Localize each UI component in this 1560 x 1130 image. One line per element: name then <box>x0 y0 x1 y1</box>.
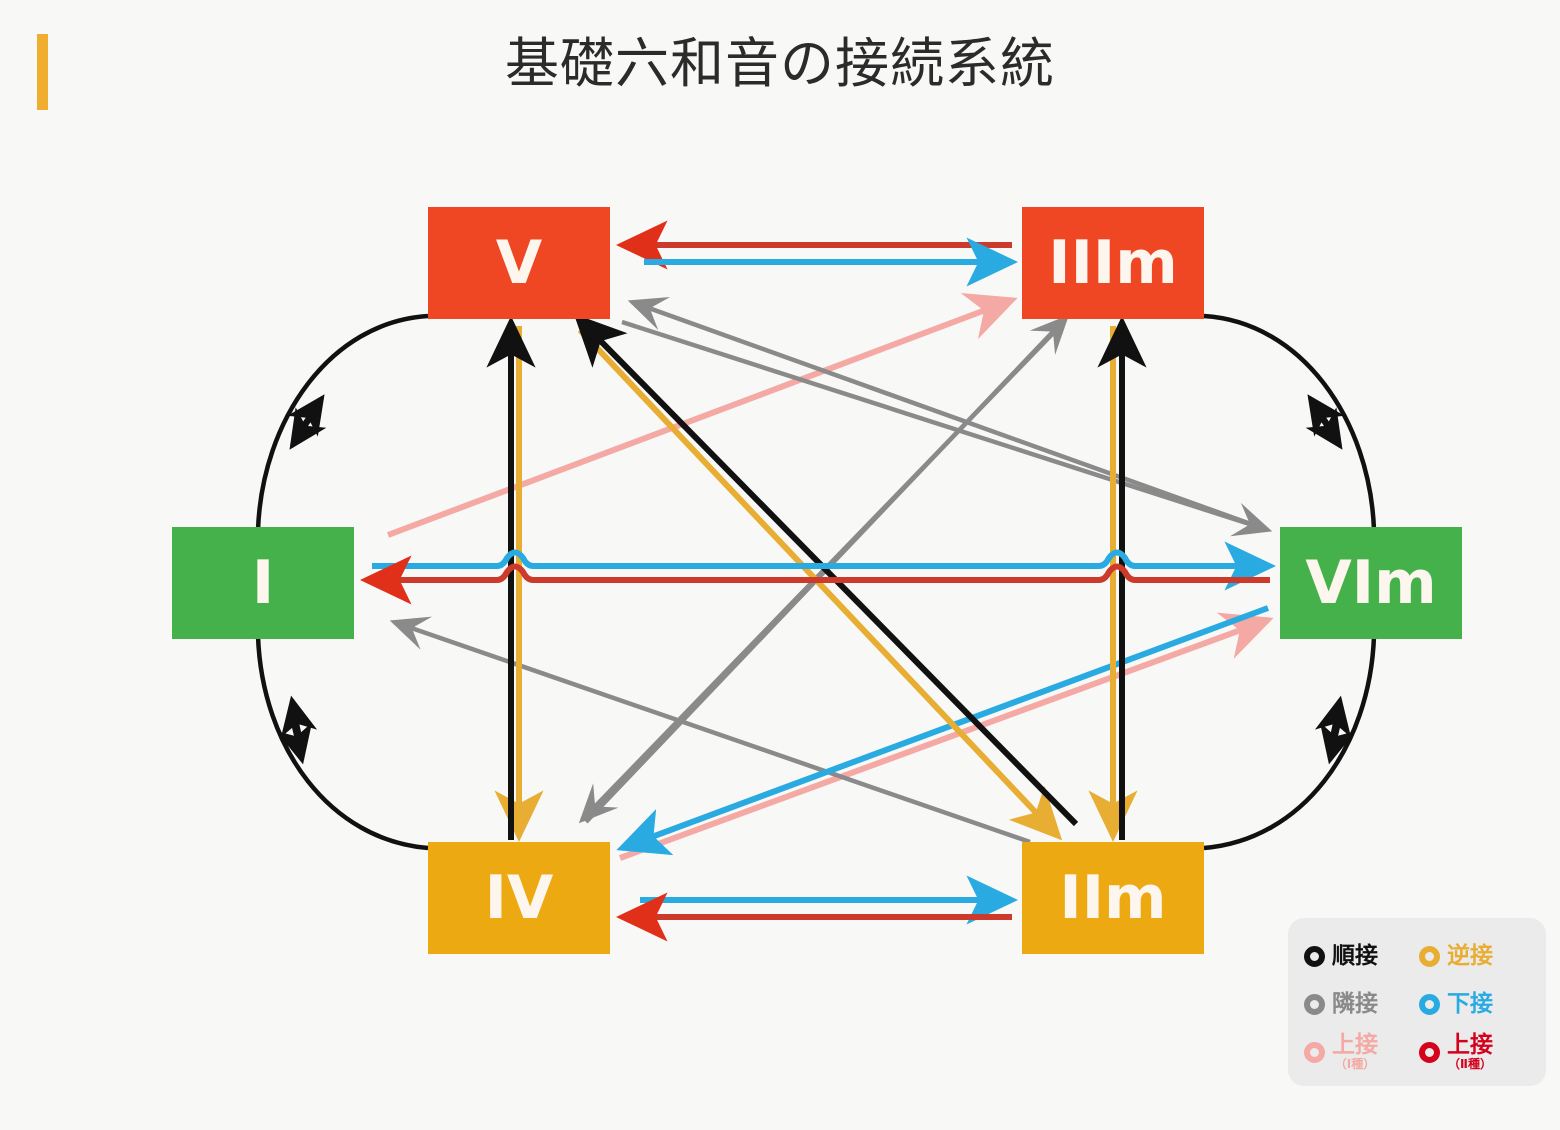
edge-arc-I-V-head-b <box>289 407 327 450</box>
edge-group-horizontal-bottom <box>615 875 1019 942</box>
legend-ring-josetsu2-icon <box>1419 1041 1440 1063</box>
legend-ring-rinsetsu-icon <box>1304 993 1325 1015</box>
edge-arc-I-V <box>255 313 429 531</box>
legend-item-gyakusetsu: 逆接 <box>1419 942 1534 969</box>
edge-IIIm-IV-gray <box>578 324 1062 824</box>
edge-group-vertical-left <box>486 315 544 843</box>
edge-group-josetsu1 <box>386 293 1274 861</box>
node-V-label: V <box>495 228 543 298</box>
node-IV-label: IV <box>484 863 554 933</box>
edge-arc-I-IV <box>255 635 429 851</box>
legend-ring-josetsu1-icon <box>1304 1041 1325 1063</box>
edge-VIm-V-gray <box>627 297 1263 531</box>
legend-label-kasetsu: 下接 <box>1447 990 1493 1017</box>
node-IIIm[interactable]: IIIm <box>1022 207 1204 319</box>
legend-item-josetsu1: 上接 （Ⅰ種） <box>1304 1034 1419 1070</box>
legend-ring-kasetsu-icon <box>1419 993 1440 1015</box>
legend-item-kasetsu: 下接 <box>1419 990 1534 1017</box>
node-I[interactable]: I <box>172 527 354 639</box>
node-VIm[interactable]: VIm <box>1280 527 1462 639</box>
legend-label-josetsu1: 上接 （Ⅰ種） <box>1332 1032 1378 1071</box>
edge-IIm-V-black <box>573 313 1079 827</box>
node-VIm-label: VIm <box>1305 548 1437 618</box>
edge-arc-I-IV-head-b <box>276 717 313 765</box>
legend-ring-gyakusetsu-icon <box>1419 945 1440 967</box>
edge-VIm-IV-blue <box>616 605 1270 856</box>
legend-item-junsetsu: 順接 <box>1304 942 1419 969</box>
legend-panel: 順接 逆接 隣接 下接 上接 （Ⅰ種） <box>1288 918 1546 1086</box>
edge-IIm-VIm-pink <box>618 612 1274 861</box>
node-IV[interactable]: IV <box>428 842 610 954</box>
node-IIm[interactable]: IIm <box>1022 842 1204 954</box>
edge-arc-IIm-VIm <box>1203 635 1377 851</box>
legend-label-rinsetsu: 隣接 <box>1332 990 1378 1017</box>
edge-group-horizontal-top <box>615 220 1019 287</box>
edge-arc-IIm-VIm-head-b <box>1319 717 1356 765</box>
node-IIIm-label: IIIm <box>1048 228 1178 298</box>
edge-IIm-I-gray <box>389 616 1031 845</box>
legend-item-josetsu2: 上接 （Ⅱ種） <box>1419 1034 1534 1070</box>
edge-group-rinsetsu-gray <box>389 297 1273 845</box>
legend-sub-josetsu1: （Ⅰ種） <box>1334 1057 1376 1071</box>
legend-label-gyakusetsu: 逆接 <box>1447 942 1493 969</box>
node-V[interactable]: V <box>428 207 610 319</box>
node-IIm-label: IIm <box>1059 863 1167 933</box>
edge-group-kasetsu-diagonal <box>616 605 1270 856</box>
edge-VIm-I-red <box>359 555 1270 605</box>
title-accent-bar <box>37 34 48 110</box>
edge-V-VIm-gray <box>621 319 1273 537</box>
edge-arc-IIIm-VIm <box>1203 313 1377 531</box>
edge-IV-IIIm-pink <box>386 293 1018 538</box>
edge-group-arcs <box>255 313 1377 851</box>
page-title: 基礎六和音の接続系統 <box>505 32 1055 95</box>
legend-ring-junsetsu-icon <box>1304 945 1325 967</box>
edge-arc-IIIm-VIm-head-b <box>1305 407 1343 450</box>
node-I-label: I <box>251 548 275 618</box>
legend-label-junsetsu: 順接 <box>1332 942 1378 969</box>
edge-group-horizontal-mid <box>359 541 1277 605</box>
edge-group-vertical-right <box>1088 315 1147 843</box>
legend-sub-josetsu2: （Ⅱ種） <box>1448 1057 1492 1071</box>
edge-I-VIm-blue <box>372 541 1277 591</box>
legend-label-josetsu2: 上接 （Ⅱ種） <box>1447 1032 1493 1071</box>
legend-item-rinsetsu: 隣接 <box>1304 990 1419 1017</box>
